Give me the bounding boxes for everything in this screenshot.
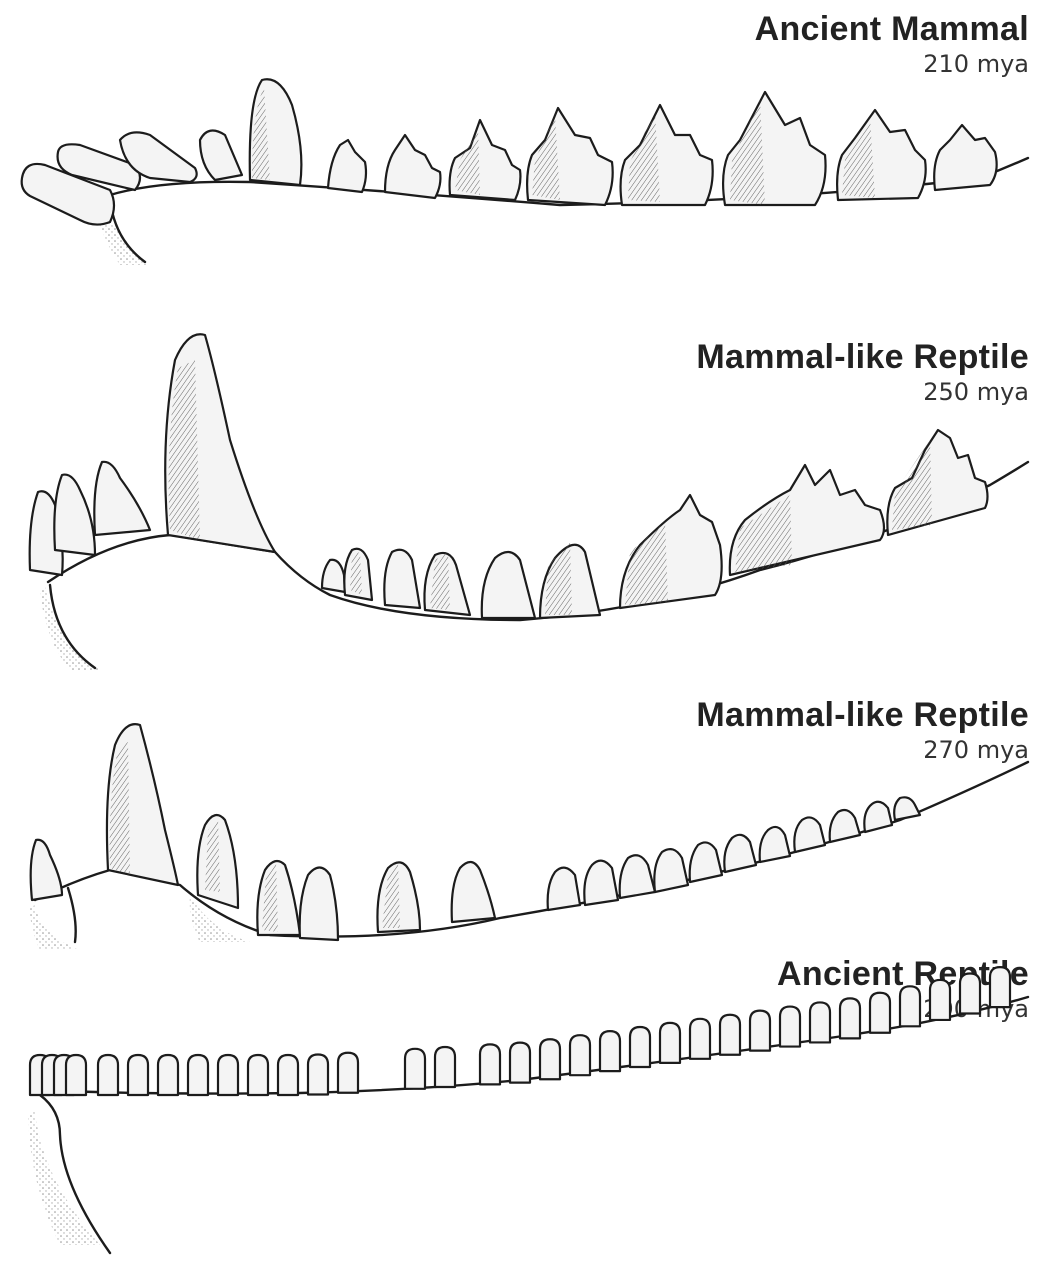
jaw-drawing-210 xyxy=(0,0,1047,290)
jaw-drawing-270 xyxy=(0,680,1047,960)
reptile-tooth xyxy=(435,1047,455,1087)
reptile-tooth xyxy=(188,1055,208,1095)
incisor-teeth xyxy=(22,131,242,225)
reptile-tooth xyxy=(630,1027,650,1067)
reptile-tooth xyxy=(540,1039,560,1079)
panel-ancient-reptile: Ancient Reptile 290 mya xyxy=(0,935,1047,1262)
reptile-tooth xyxy=(960,974,980,1014)
reptile-tooth xyxy=(660,1023,680,1063)
reptile-tooth xyxy=(750,1011,770,1051)
reptile-tooth xyxy=(510,1043,530,1083)
reptile-tooth xyxy=(720,1015,740,1055)
reptile-tooth xyxy=(338,1053,358,1093)
reptile-tooth xyxy=(66,1055,86,1095)
reptile-tooth xyxy=(600,1031,620,1071)
panel-mammal-like-reptile-270: Mammal-like Reptile 270 mya xyxy=(0,680,1047,960)
uniform-teeth-row xyxy=(30,967,1010,1095)
reptile-tooth xyxy=(570,1035,590,1075)
reptile-tooth xyxy=(158,1055,178,1095)
reptile-tooth xyxy=(930,980,950,1020)
jaw-drawing-250 xyxy=(0,290,1047,680)
panel-mammal-like-reptile-250: Mammal-like Reptile 250 mya xyxy=(0,290,1047,680)
reptile-tooth xyxy=(218,1055,238,1095)
postcanine-teeth xyxy=(197,797,920,940)
panel-ancient-mammal: Ancient Mammal 210 mya xyxy=(0,0,1047,290)
molar-teeth xyxy=(328,92,997,205)
reptile-tooth xyxy=(98,1055,118,1095)
jaw-drawing-290 xyxy=(0,935,1047,1262)
reptile-tooth xyxy=(840,998,860,1038)
reptile-tooth xyxy=(248,1055,268,1095)
reptile-tooth xyxy=(870,993,890,1033)
reptile-tooth xyxy=(128,1055,148,1095)
reptile-tooth xyxy=(990,967,1010,1007)
reptile-tooth xyxy=(690,1019,710,1059)
reptile-tooth xyxy=(405,1049,425,1089)
reptile-tooth xyxy=(780,1007,800,1047)
reptile-tooth xyxy=(308,1055,328,1095)
reptile-tooth xyxy=(278,1055,298,1095)
reptile-tooth xyxy=(480,1044,500,1084)
reptile-tooth xyxy=(900,986,920,1026)
reptile-tooth xyxy=(810,1002,830,1042)
